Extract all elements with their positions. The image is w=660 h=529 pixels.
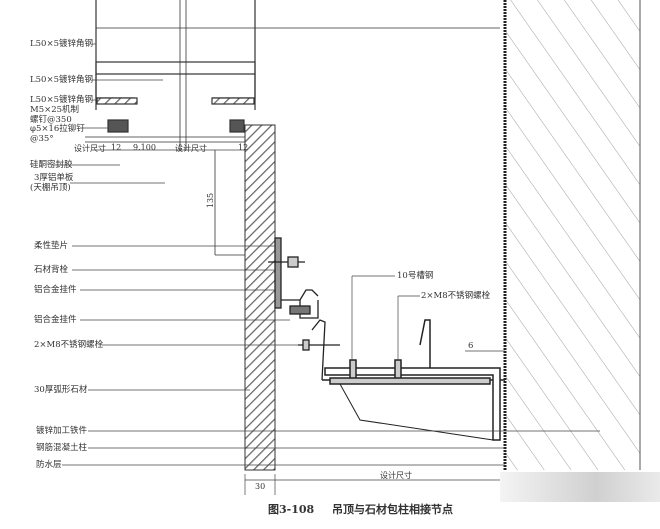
figure-title: 吊顶与石材包柱相接节点 (332, 503, 454, 516)
label-angle-steel-3: L50×5镀锌角钢 (30, 95, 93, 105)
label-ceiling: (天棚吊顶) (30, 183, 71, 193)
dim-9100: 9.100 (133, 143, 156, 152)
label-rivet-spacing: @35° (30, 134, 54, 144)
label-bolts-right: 2×M8不锈钢螺栓 (421, 291, 491, 301)
label-angle-steel-2: L50×5镀锌角钢 (30, 75, 93, 85)
label-weld: 6 (468, 341, 474, 351)
leader-lines (52, 43, 600, 495)
label-concrete-column: 钢筋混凝土柱 (36, 443, 88, 453)
dim-design-size-1: 设计尺寸 (74, 144, 106, 153)
channel-steel (322, 319, 505, 441)
label-curved-stone: 30厚弧形石材 (34, 385, 88, 395)
dim-135: 135 (206, 192, 216, 209)
figure-number: 图3-108 (268, 503, 315, 516)
label-aluminum-hanger-1: 铝合金挂件 (34, 285, 77, 295)
label-sealant: 硅酮密封胶 (30, 160, 73, 170)
label-galvanized-iron: 镀锌加工铁件 (36, 426, 88, 436)
label-channel-steel: 10号槽钢 (397, 271, 434, 281)
label-screw: M5×25机制 (30, 105, 80, 115)
label-flexible-pad: 柔性垫片 (34, 241, 69, 251)
label-waterproof: 防水层 (36, 460, 62, 470)
label-bolts: 2×M8不锈钢螺栓 (34, 340, 104, 350)
hanger-assembly (268, 237, 340, 381)
label-rivet: φ5×16拉铆钉 (30, 124, 85, 134)
ceiling-frame (85, 0, 500, 150)
label-aluminum-hanger-2: 铝合金挂件 (34, 315, 77, 325)
watermark-blur (500, 472, 660, 502)
dim-30: 30 (255, 482, 266, 491)
label-angle-steel-1: L50×5镀锌角钢 (30, 39, 93, 49)
dim-design-size-bottom: 设计尺寸 (380, 471, 412, 480)
label-aluminum-panel: 3厚铝单板 (34, 173, 74, 183)
stone-cladding (244, 124, 276, 471)
dim-12-right: 12 (238, 143, 249, 152)
dim-design-size-2: 设计尺寸 (175, 144, 207, 153)
figure-caption: 图3-108 吊顶与石材包柱相接节点 (268, 501, 467, 517)
label-stone-anchor: 石材背栓 (34, 265, 69, 275)
label-screw-spacing: 螺钉@350 (30, 115, 72, 125)
dim-12-left: 12 (111, 143, 122, 152)
concrete-column (505, 0, 640, 470)
